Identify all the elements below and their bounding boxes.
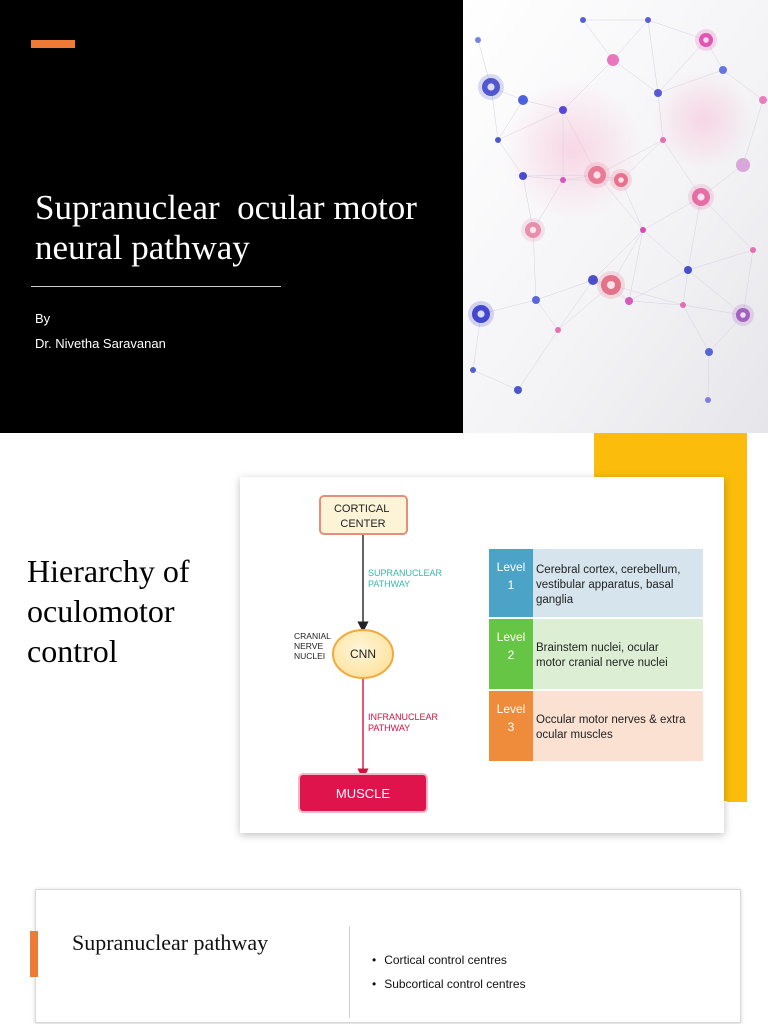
level-3-cell [533, 691, 703, 761]
level-2-label: Level [497, 630, 526, 644]
title-slide: Supranuclear ocular motor neural pathway… [0, 0, 768, 433]
level-table: Level 1 Cerebral cortex, cerebellum, vestib… [489, 549, 703, 761]
network-dots-image [463, 0, 768, 433]
level-1-description: ganglia [536, 594, 574, 606]
level-2-number: 2 [508, 648, 515, 662]
bullet-list: Cortical control centres Subcortical con… [372, 948, 526, 996]
cortical-center-box [319, 495, 408, 535]
infranuclear-label: INFRANUCLEAR PATHWAY [368, 712, 441, 733]
list-item: Cortical control centres [372, 948, 526, 972]
level-3-label: Level [497, 702, 526, 716]
by-label: By [35, 311, 51, 326]
level-2-badge [489, 619, 533, 689]
content-box: Cortical control centres Subcortical con… [35, 889, 741, 1023]
level-3-number: 3 [508, 720, 515, 734]
level-2-cell [533, 619, 703, 689]
list-item: Subcortical control centres [372, 972, 525, 996]
author-name: Dr. Nivetha Saravanan [35, 336, 166, 351]
slide-title: Supranuclear ocular motor neural pathway [35, 188, 426, 267]
vertical-divider [349, 926, 350, 1018]
level-2-description: Brainstem nuclei, ocular [536, 642, 659, 654]
divider [31, 286, 281, 287]
cnn-node [332, 629, 394, 679]
slide-title: Hierarchy of oculomotor control [27, 553, 190, 669]
supranuclear-label: SUPRANUCLEAR PATHWAY [368, 568, 445, 589]
cranial-nerve-nuclei-label: CRANIAL NERVE NUCLEI [294, 631, 333, 661]
level-1-label: Level [497, 560, 526, 574]
level-3-description: Occular motor nerves & extra [536, 714, 686, 726]
diagram-card: CORTICAL CENTER SUPRANUCLEAR PATHWAY CRA… [240, 477, 724, 833]
accent-bar [30, 931, 38, 977]
level-3-description: ocular muscles [536, 729, 613, 741]
cnn-label: CNN [350, 647, 376, 661]
level-3-badge [489, 691, 533, 761]
yellow-accent-tab [727, 793, 747, 802]
oculomotor-hierarchy-diagram: CORTICAL CENTER SUPRANUCLEAR PATHWAY CRA… [294, 495, 703, 813]
level-1-number: 1 [508, 578, 515, 592]
slide-title: Supranuclear pathway [72, 930, 269, 955]
level-1-badge [489, 549, 533, 617]
accent-bar [31, 40, 75, 48]
muscle-box [298, 773, 428, 813]
hierarchy-slide: Hierarchy of oculomotor control CORTICAL… [0, 433, 768, 873]
level-1-description: vestibular apparatus, basal [536, 579, 673, 591]
muscle-label: MUSCLE [336, 786, 391, 801]
level-1-cell [533, 549, 703, 617]
level-1-description: Cerebral cortex, cerebellum, [536, 564, 680, 576]
supranuclear-slide: Cortical control centres Subcortical con… [0, 873, 768, 1024]
cortical-center-label: CORTICAL CENTER [334, 503, 392, 530]
level-2-description: motor cranial nerve nuclei [536, 657, 668, 669]
